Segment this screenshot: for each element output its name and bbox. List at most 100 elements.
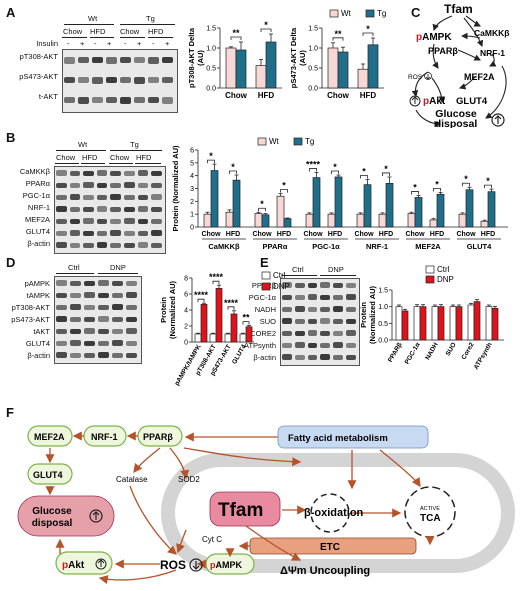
blot-a-ins-6: +	[137, 39, 142, 48]
chart-e-xlabel: SUO	[445, 342, 458, 358]
chart-b-bar-tg	[363, 184, 372, 228]
blot-b-band	[56, 194, 67, 200]
chart-d-sig-bracket	[212, 280, 220, 285]
chart-b-sig-bracket	[462, 182, 470, 187]
chart-b-sig-label: *	[260, 199, 264, 209]
panel-label-f: F	[6, 405, 14, 420]
chart-b-bar-wt	[276, 195, 285, 228]
blot-e-band	[346, 318, 356, 324]
blot-a-ins-7: -	[152, 39, 155, 48]
chart-e-xlabel: PGC-1α	[404, 342, 422, 366]
blot-e-band	[282, 342, 292, 348]
blot-b-band	[96, 230, 108, 236]
blot-d-band	[112, 292, 123, 298]
chart-b-sig-label: *	[362, 167, 366, 177]
blot-d-band	[56, 340, 67, 346]
blot-d-row-2: tAMPK	[26, 291, 50, 300]
chart-a2-sig-label: *	[366, 24, 370, 34]
chart-b-xlabel: HFD	[379, 231, 393, 238]
blot-e-band	[346, 282, 356, 288]
blot-e-row-5: CORE2	[250, 329, 276, 338]
blot-a-band	[92, 57, 103, 63]
blot-d-band	[126, 280, 137, 286]
chart-d-bar-dnp	[215, 288, 223, 343]
chart-b-bar-tg	[487, 191, 496, 228]
f-fatty: Fatty acid metabolism	[288, 433, 388, 444]
blot-d-row-5: tAKT	[33, 327, 50, 336]
chart-b-sig-label: *	[413, 183, 417, 193]
chart-e-xlabel: NADH	[424, 341, 440, 361]
chart-b-group-label: MEF2A	[415, 242, 441, 251]
chart-b-sig-bracket	[382, 172, 390, 176]
blot-b-band	[56, 218, 67, 224]
chart-e-bar-dnp	[437, 306, 445, 341]
chart-b-ytick-label: 5	[190, 160, 194, 167]
chart-a1-ytick-label: 1.5	[206, 26, 216, 33]
chart-b-sig-label: *	[464, 174, 468, 184]
blot-d-band	[98, 316, 109, 322]
blot-a-ins-4: +	[107, 39, 112, 48]
legend-swatch	[425, 275, 435, 284]
legend-swatch	[365, 9, 375, 18]
blot-b-band	[83, 206, 94, 212]
blot-b-band	[110, 218, 121, 224]
blot-d-band	[84, 340, 95, 346]
blot-a-band	[64, 97, 75, 103]
chart-b-xlabel: Chow	[456, 231, 476, 238]
blot-a-band	[92, 97, 103, 103]
blot-a-cond-4: HFD	[148, 27, 164, 36]
blot-d-band	[70, 280, 81, 286]
blot-e-band	[333, 282, 343, 288]
chart-b-sig-label: *	[486, 176, 490, 186]
legend-swatch	[257, 137, 267, 146]
blot-e-row-6: ATPsynth	[244, 341, 276, 350]
chart-e-ytick-label: 1.5	[378, 288, 388, 295]
blot-e-band	[333, 294, 343, 300]
chart-b-ytick-label: 1	[190, 212, 194, 219]
chart-b-ytick-label: 0	[190, 225, 194, 232]
chart-d-ytick-label: 0	[184, 340, 188, 347]
chart-a2-ytick-label: 0.0	[308, 86, 318, 93]
chart-a1-xlabel: Chow	[225, 91, 248, 100]
blot-b-band	[83, 182, 94, 188]
chart-b-ytick-label: 2	[190, 199, 194, 206]
chart-e-ylabel: Protein(Normalized AU)	[359, 285, 377, 344]
blot-b-band	[69, 218, 81, 224]
chart-a1-bar-tg	[235, 49, 247, 89]
blot-b-band	[137, 242, 149, 248]
chart-b-bar-wt	[254, 213, 263, 228]
blot-e-band	[333, 330, 343, 336]
legend-label: Tg	[377, 9, 386, 18]
blot-b-band	[96, 206, 108, 212]
blot-b-band	[110, 170, 121, 176]
f-sod2: SOD2	[178, 475, 200, 484]
blot-b-band	[83, 242, 94, 248]
chart-a2-ytick-label: 0.5	[308, 66, 318, 73]
chart-e-ytick-label: 0.5	[378, 321, 388, 328]
f-active: ACTIVE	[420, 506, 440, 512]
blot-d-band	[56, 328, 67, 334]
blot-d-band	[112, 316, 123, 322]
blot-a-row-3: t-AKT	[38, 92, 58, 101]
blot-d-band	[56, 304, 67, 310]
blot-d-band	[126, 292, 137, 298]
chart-d-ylabel: Protein(Normalized AU)	[159, 280, 177, 339]
blot-b-band	[151, 218, 162, 224]
blot-b-band	[124, 230, 135, 236]
legend-label: Ctrl	[437, 265, 450, 274]
chart-b-sig-bracket	[309, 168, 317, 172]
f-uncoupling: ΔΨm Uncoupling	[280, 565, 370, 577]
chart-b-bar-wt	[203, 213, 212, 228]
legend-swatch	[329, 9, 339, 18]
chart-b-group-label: NRF-1	[366, 242, 388, 251]
chart-b-bar-wt	[305, 213, 314, 228]
chart-e-xlabel: Core2	[460, 341, 475, 361]
blot-d-band	[70, 304, 81, 310]
chart-b-ytick-label: 3	[190, 186, 194, 193]
chart-b-sig-label: *	[435, 179, 439, 189]
chart-e-bar-ctrl	[467, 304, 475, 341]
chart-d-xlabel: GLUT4	[231, 343, 248, 365]
blot-d-band	[84, 292, 95, 298]
chart-b-sig-bracket	[484, 184, 492, 189]
